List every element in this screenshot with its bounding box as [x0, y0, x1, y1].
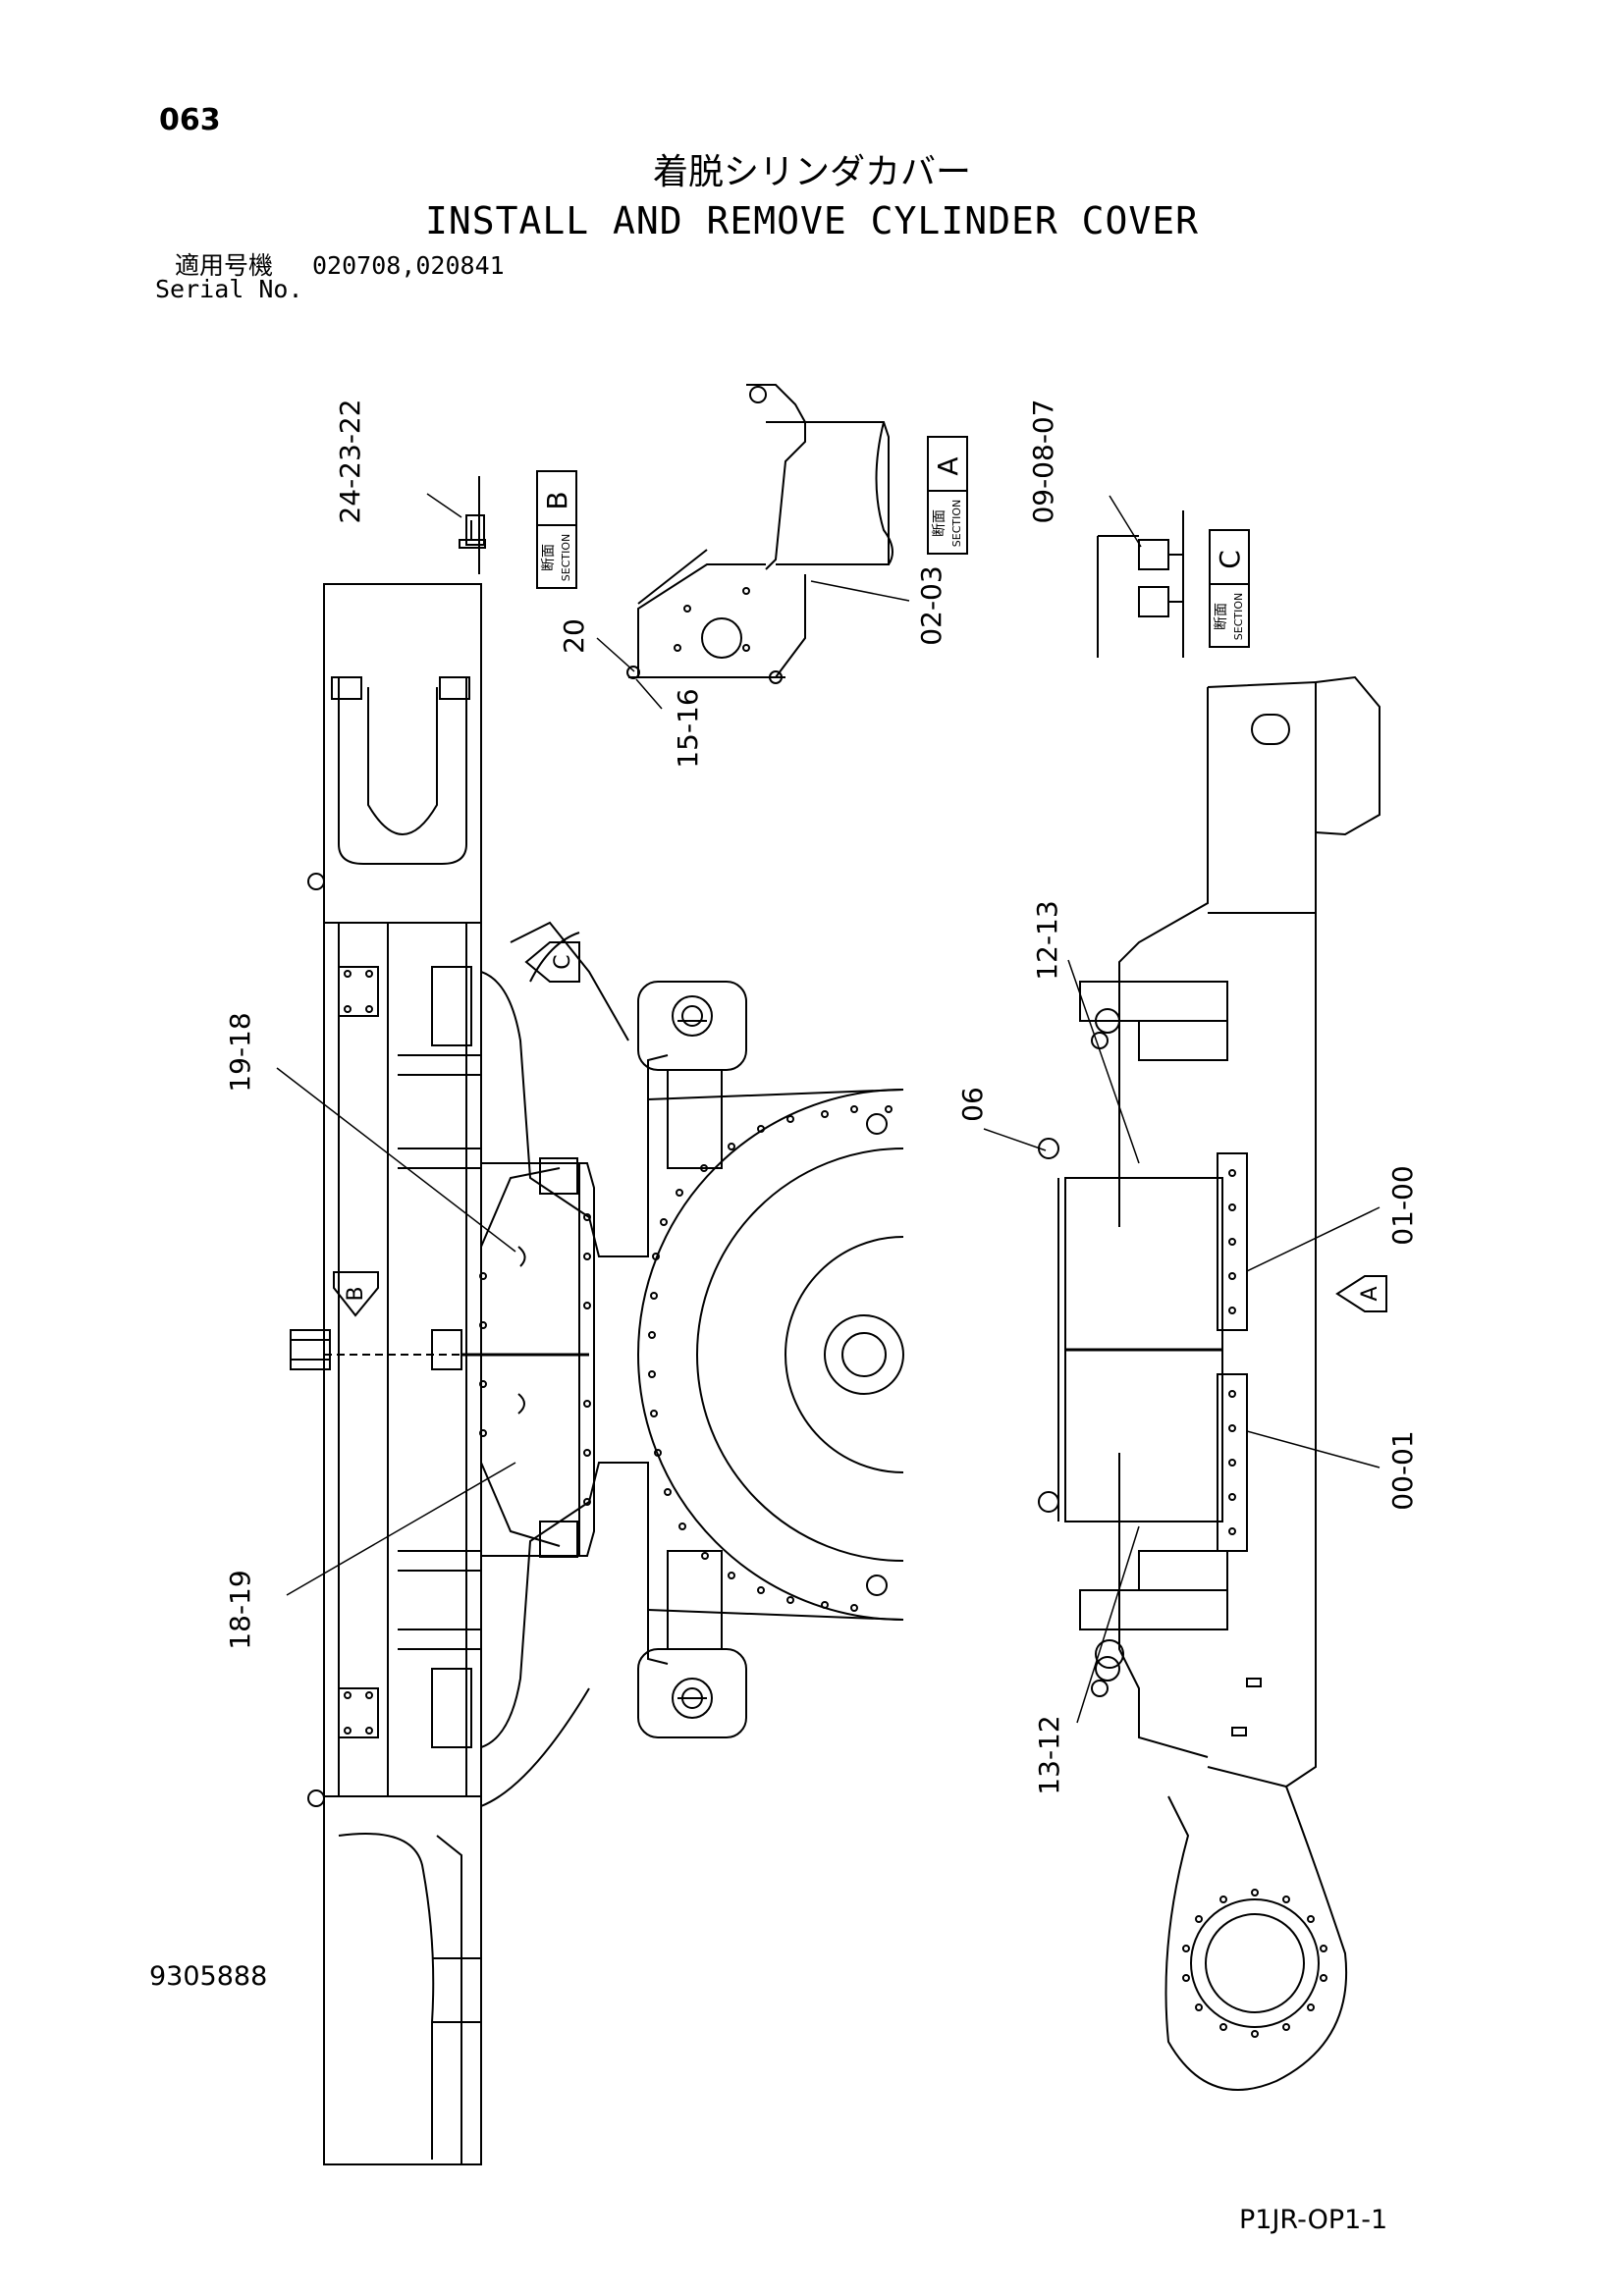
knuckle-bolt-holes [1182, 1889, 1327, 2038]
section-a-en: SECTION [950, 500, 963, 547]
callout-00-01: 00-01 [1386, 1430, 1419, 1510]
section-label-c: C 断面 SECTION [1209, 529, 1250, 648]
view-arrow-a: A [1335, 1275, 1387, 1312]
right-boom-assembly [1038, 675, 1380, 2091]
serial-label-english: Serial No. [155, 275, 303, 303]
callout-24-23-22: 24-23-22 [334, 399, 366, 523]
section-c-en: SECTION [1232, 593, 1245, 640]
right-boom-outline [1207, 680, 1317, 1788]
leader-lines [276, 493, 1380, 1724]
callout-13-12: 13-12 [1033, 1715, 1065, 1794]
top-clevis [338, 677, 467, 865]
left-frame-assembly [290, 583, 482, 2165]
callout-12-13: 12-13 [1031, 900, 1063, 980]
section-c-detail [1097, 510, 1184, 658]
callout-19-18: 19-18 [224, 1012, 256, 1092]
section-label-a: A 断面 SECTION [927, 436, 968, 555]
view-arrow-c: C [524, 941, 580, 983]
left-cylinder-cover [461, 1157, 595, 1558]
callout-06: 06 [956, 1087, 989, 1122]
section-b-jp: 断面 [541, 544, 557, 571]
section-c-jp: 断面 [1214, 603, 1229, 630]
left-frame-outline [323, 583, 482, 2165]
serial-label-japanese: 適用号機 [175, 251, 274, 280]
serial-numbers: 020708,020841 [312, 251, 505, 280]
view-arrow-b: B [333, 1271, 379, 1317]
section-b-detail [459, 476, 486, 574]
center-slew-frame [480, 921, 904, 1807]
callout-01-00: 01-00 [1386, 1165, 1419, 1245]
view-arrow-a-letter: A [1358, 1286, 1382, 1301]
section-label-b: B 断面 SECTION [536, 470, 577, 589]
section-a-letter: A [932, 456, 964, 475]
document-number: 9305888 [149, 1961, 268, 1992]
swing-ring [637, 1089, 904, 1621]
section-a-detail [626, 384, 893, 684]
section-a-jp: 断面 [932, 509, 947, 537]
callout-15-16: 15-16 [672, 688, 704, 768]
section-b-letter: B [541, 491, 573, 509]
view-arrow-c-letter: C [551, 954, 575, 969]
callout-18-19: 18-19 [224, 1570, 256, 1649]
section-c-letter: C [1214, 550, 1246, 569]
ring-bolt-holes [648, 1105, 893, 1612]
callout-20: 20 [558, 618, 590, 654]
section-b-en: SECTION [560, 534, 572, 581]
page-number: 063 [159, 103, 221, 137]
page-code: P1JR-OP1-1 [1239, 2205, 1388, 2235]
page-title-english: INSTALL AND REMOVE CYLINDER COVER [425, 199, 1199, 242]
page-title-japanese: 着脱シリンダカバー [652, 152, 971, 192]
callout-02-03: 02-03 [915, 565, 947, 645]
view-arrow-b-letter: B [344, 1286, 368, 1301]
callout-09-08-07: 09-08-07 [1027, 399, 1059, 523]
